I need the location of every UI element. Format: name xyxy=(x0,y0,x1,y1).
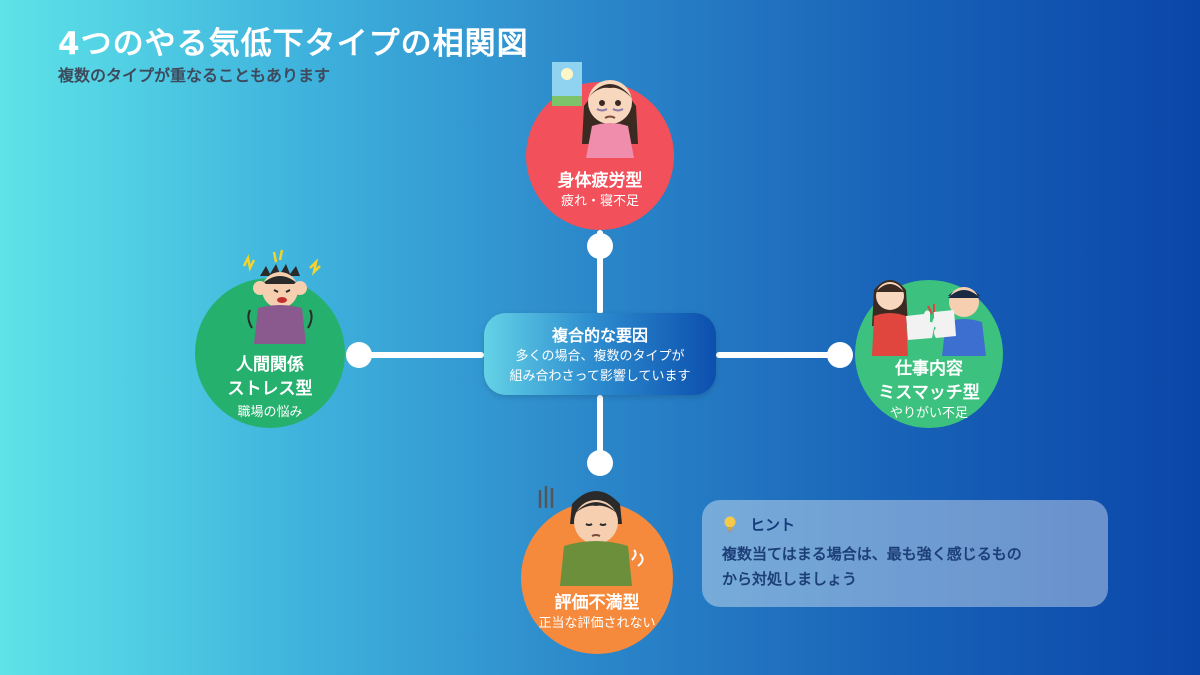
node-evaluation-sub: 正当な評価されない xyxy=(538,616,656,631)
connector-bottom xyxy=(597,395,603,465)
puzzle-mismatch-illustration xyxy=(872,280,986,356)
connector-dot-left xyxy=(346,342,372,368)
lightbulb-icon xyxy=(724,516,736,533)
connector-left xyxy=(358,352,484,358)
hint-box: ヒント 複数当てはまる場合は、最も強く感じるもの から対処しましょう xyxy=(702,500,1108,607)
puzzle-piece-icon xyxy=(932,310,956,338)
center-title: 複合的な要因 xyxy=(551,326,648,345)
connector-dot-top xyxy=(587,233,613,259)
page-subtitle: 複数のタイプが重なることもあります xyxy=(58,66,331,85)
node-evaluation-title: 評価不満型 xyxy=(554,593,640,613)
connector-dot-bottom xyxy=(587,450,613,476)
dejected-man-illustration xyxy=(538,486,644,586)
stressed-man-illustration xyxy=(242,249,321,344)
hint-body: 複数当てはまる場合は、最も強く感じるもの から対処しましょう xyxy=(722,542,1022,592)
connector-right xyxy=(716,352,842,358)
node-job-mismatch-sub: やりがい不足 xyxy=(889,406,968,421)
sun-icon xyxy=(561,68,573,80)
center-desc-line-2: 組み合わさって影響しています xyxy=(509,369,691,384)
puzzle-piece-icon xyxy=(906,310,935,340)
center-description: 多くの場合、複数のタイプが 組み合わさって影響しています xyxy=(484,347,716,387)
connector-top xyxy=(597,230,603,314)
center-desc-line-1: 多くの場合、複数のタイプが xyxy=(515,349,685,364)
connector-dot-right xyxy=(827,342,853,368)
center-complex-factors: 複合的な要因 多くの場合、複数のタイプが 組み合わさって影響しています xyxy=(484,313,716,395)
hint-line-2: から対処しましょう xyxy=(722,570,858,588)
node-relationship-stress-title-1: 人間関係 xyxy=(236,355,304,375)
node-relationship-stress-title-2: ストレス型 xyxy=(227,379,313,399)
tired-woman-illustration xyxy=(552,62,638,158)
hint-title: ヒント xyxy=(750,516,796,534)
node-relationship-stress-sub: 職場の悩み xyxy=(237,405,303,420)
hint-line-1: 複数当てはまる場合は、最も強く感じるもの xyxy=(722,545,1022,563)
page-title: 4つのやる気低下タイプの相関図 xyxy=(58,26,529,62)
node-physical-fatigue-title: 身体疲労型 xyxy=(557,171,643,191)
node-job-mismatch-title-2: ミスマッチ型 xyxy=(878,383,980,403)
node-physical-fatigue-sub: 疲れ・寝不足 xyxy=(560,194,639,209)
node-job-mismatch-title-1: 仕事内容 xyxy=(895,359,963,379)
